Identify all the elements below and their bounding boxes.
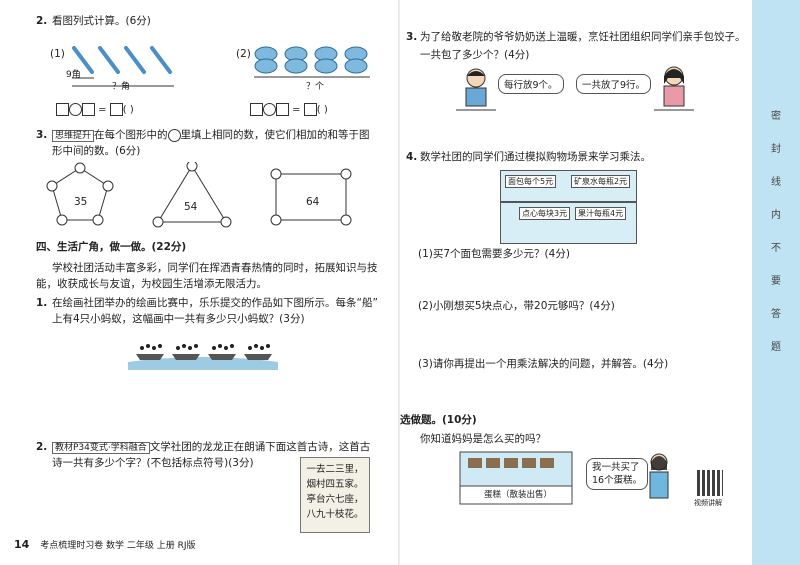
qr-code[interactable] (697, 470, 723, 496)
pencils-figure (72, 46, 174, 87)
speech-bubble-1: 每行放9个。 (498, 74, 564, 94)
seal-line-strip (752, 0, 800, 565)
q4-1-line2: 上有4只小蚂蚁，这幅画中一共有多少只小蚂蚁？(3分) (52, 313, 305, 325)
q3-line2: 形中间的数。(6分) (52, 145, 141, 157)
intro-line-2: 能，收获成长与友谊，为校园生活增添无限活力。 (36, 278, 267, 290)
footer-text: 考点梳理时习卷 数学 二年级 上册 RJ版 (40, 541, 196, 551)
shape-2-value: 54 (184, 201, 198, 213)
shape-1-value: 35 (74, 196, 88, 208)
seal-line-text: 密封 线内 不要 答题 (771, 111, 781, 353)
poem-line: 烟村四五家。 (306, 479, 364, 490)
q4-sub-1: (1)买7个面包需要多少元？(4分) (418, 248, 570, 260)
qr-label: 视频讲解 (694, 499, 722, 507)
q4-2-number: 2. (36, 441, 48, 453)
r-q3-number: 3. (406, 31, 418, 43)
poem-line: 亭台六七座， (306, 494, 364, 505)
girl-illustration (654, 66, 694, 111)
q2-text: 看图列式计算。(6分) (52, 15, 151, 27)
q4-sub-3: (3)请你再提出一个用乘法解决的问题，并解答。(4分) (418, 358, 669, 370)
r-q4-text: 数学社团的同学们通过模拟购物场景来学习乘法。 (420, 151, 651, 163)
q3-line1: 思维提升在每个图形中的里填上相同的数，使它们相加的和等于图 (52, 128, 370, 144)
q4-1-line1: 在绘画社团举办的绘画比赛中，乐乐提交的作品如下图所示。每条“船” (52, 297, 378, 309)
q4-2-line2: 诗一共有多少个字？(不包括标点符号)(3分) (52, 457, 254, 469)
poem-line: 八九十枝花。 (306, 509, 364, 520)
q2-fig1-label: (1) (50, 48, 65, 60)
mom-illustration (649, 453, 669, 499)
juice-price: 果汁每瓶4元 (575, 207, 627, 220)
bread-price: 面包每个5元 (505, 175, 557, 188)
q4-sub-2: (2)小刚想买5块点心，带20元够吗？(4分) (418, 300, 615, 312)
q2-formula-2[interactable]: = ( ) (250, 103, 328, 116)
right-page: 3. 为了给敬老院的爷爷奶奶送上温暖，烹饪社团组织同学们亲手包饺子。 一共包了多… (400, 0, 800, 565)
snack-price: 点心每块3元 (519, 207, 571, 220)
optional-title: 选做题。(10分) (400, 414, 477, 426)
cake-counter (459, 451, 573, 505)
water-price: 矿泉水每瓶2元 (571, 175, 631, 188)
poem-line: 一去二三里， (306, 464, 364, 475)
mom-speech-bubble: 我一共买了 16个蛋糕。 (586, 458, 649, 490)
page-footer: 14 考点梳理时习卷 数学 二年级 上册 RJ版 (14, 538, 196, 551)
r-q3-line1: 为了给敬老院的爷爷奶奶送上温暖，烹饪社团组织同学们亲手包饺子。 (420, 31, 746, 43)
shape-3-value: 64 (306, 196, 320, 208)
speech-bubble-2: 一共放了9行。 (576, 74, 652, 94)
r-q4-number: 4. (406, 151, 418, 163)
optional-text: 你知道妈妈是怎么买的吗？ (420, 433, 546, 445)
bowls-figure (254, 46, 370, 78)
q2-fig1-bottom: 9角 (66, 70, 81, 80)
left-page: 2. 看图列式计算。(6分) (1) 9角 ？角 (2) ？个 = ( ) = … (14, 15, 378, 551)
page-number: 14 (14, 538, 30, 551)
q3-number: 3. (36, 129, 48, 141)
q4-1-number: 1. (36, 297, 48, 309)
boy-illustration (456, 68, 496, 111)
q3-shapes[interactable] (40, 162, 360, 232)
q2-fig2-question: ？个 (306, 82, 325, 92)
q2-number: 2. (36, 15, 48, 27)
q2-fig1-question: ？角 (112, 82, 131, 92)
shop-shelf: 面包每个5元 矿泉水每瓶2元 点心每块3元 果汁每瓶4元 (500, 170, 637, 244)
r-q3-line2: 一共包了多少个？(4分) (420, 49, 530, 61)
q2-fig2-label: (2) (236, 48, 251, 60)
q4-2-line1: 教材P34变式·学科融合文学社团的龙龙正在朗诵下面这首古诗，这首古 (52, 440, 370, 456)
counter-label: 蛋糕（散装出售） (484, 490, 553, 500)
ant-boats-painting (128, 344, 278, 370)
intro-line-1: 学校社团活动丰富多彩，同学们在挥洒青春热情的同时，拓展知识与技 (52, 262, 378, 274)
q2-formula-1[interactable]: = ( ) (56, 103, 134, 116)
poem-card: 一去二三里， 烟村四五家。 亭台六七座， 八九十枝花。 (300, 457, 370, 533)
section-4-heading: 四、生活广角，做一做。(22分) (36, 241, 187, 253)
